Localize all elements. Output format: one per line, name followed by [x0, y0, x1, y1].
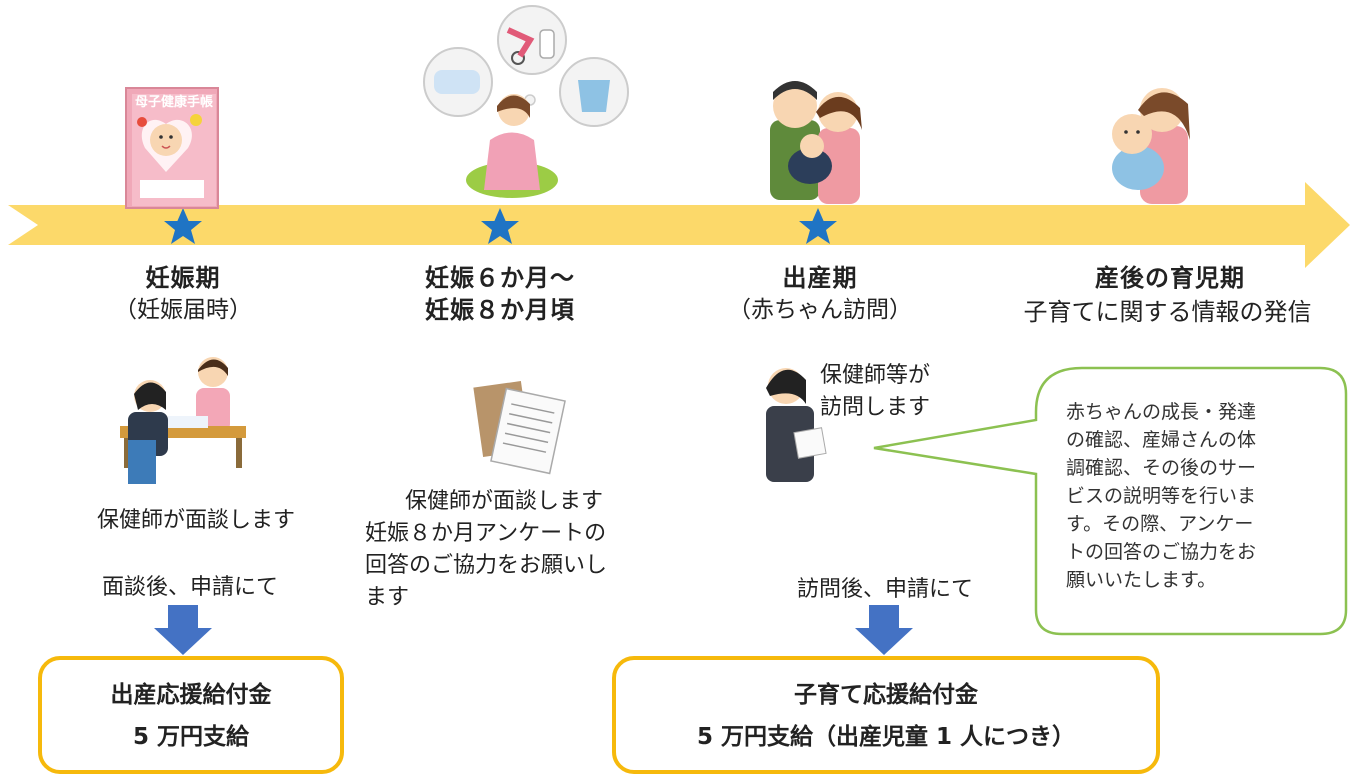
- award-box-childcare-title: 子育て応援給付金: [794, 682, 978, 708]
- stage-subtitle-birth: （赤ちゃん訪問）: [728, 297, 912, 323]
- stage-title-postpartum: 産後の育児期: [1095, 264, 1245, 292]
- visit-text-line1: 保健師等が: [820, 363, 931, 388]
- speech-bubble: [873, 366, 1348, 636]
- bubble-line: 調確認、その後のサー: [1066, 457, 1257, 479]
- interview-text-2-line2: 妊娠８か月アンケートの: [365, 521, 607, 546]
- stage-title-pregnancy: 妊娠期: [145, 264, 221, 292]
- stage-subtitle-pregnancy: （妊娠届時）: [114, 297, 252, 323]
- award-box-birth-amount: 5 万円支給: [132, 724, 249, 750]
- award-box-childcare: 子育て応援給付金 5 万円支給（出産児童 1 人につき）: [612, 656, 1160, 774]
- star-icon: [481, 208, 519, 244]
- timeline-arrow: [8, 182, 1350, 268]
- award-box-birth: 出産応援給付金 5 万円支給: [38, 656, 344, 774]
- bubble-line: 赤ちゃんの成長・発達: [1066, 401, 1257, 423]
- interview-illustration: [120, 357, 246, 484]
- family-illustration: [770, 81, 862, 204]
- star-icon: [164, 208, 202, 244]
- interview-text-2-line4: ます: [365, 585, 410, 610]
- stage-title-birth: 出産期: [782, 264, 858, 292]
- nurse-illustration: [766, 368, 827, 482]
- interview-text-2-line3: 回答のご協力をお願いし: [365, 553, 608, 578]
- bubble-line: トの回答のご協力をお: [1066, 541, 1257, 563]
- handbook-illustration: 母子健康手帳: [125, 87, 219, 209]
- bubble-line: の確認、産婦さんの体: [1066, 429, 1257, 451]
- stage-title-mid-pregnancy-2: 妊娠８か月頃: [425, 296, 575, 324]
- handbook-label: 母子健康手帳: [135, 94, 213, 110]
- document-illustration: [473, 381, 566, 475]
- award-box-childcare-amount: 5 万円支給（出産児童 1 人につき）: [696, 724, 1076, 750]
- stage-subtitle-postpartum: 子育てに関する情報の発信: [1023, 298, 1312, 326]
- mother-baby-illustration: [1112, 88, 1190, 204]
- bubble-line: す。その際、アンケー: [1066, 513, 1254, 535]
- interview-text-2-line1: 保健師が面談します: [405, 489, 604, 514]
- down-arrow-icon: [154, 605, 212, 655]
- bubble-line: 願いいたします。: [1066, 569, 1217, 591]
- visit-text-line2: 訪問します: [820, 395, 931, 420]
- star-icon: [799, 208, 837, 244]
- bubble-line: ビスの説明等を行いま: [1066, 485, 1257, 507]
- apply-text-1: 面談後、申請にて: [101, 575, 278, 600]
- apply-text-2: 訪問後、申請にて: [796, 577, 973, 602]
- interview-text-1: 保健師が面談します: [96, 508, 295, 533]
- bubble-text: 赤ちゃんの成長・発達 の確認、産婦さんの体 調確認、その後のサー ビスの説明等を…: [1066, 398, 1326, 594]
- stage-title-mid-pregnancy-1: 妊娠６か月～: [425, 264, 575, 292]
- pregnant-woman-illustration: [423, 5, 629, 198]
- award-box-birth-title: 出産応援給付金: [110, 682, 272, 708]
- down-arrow-icon: [855, 605, 913, 655]
